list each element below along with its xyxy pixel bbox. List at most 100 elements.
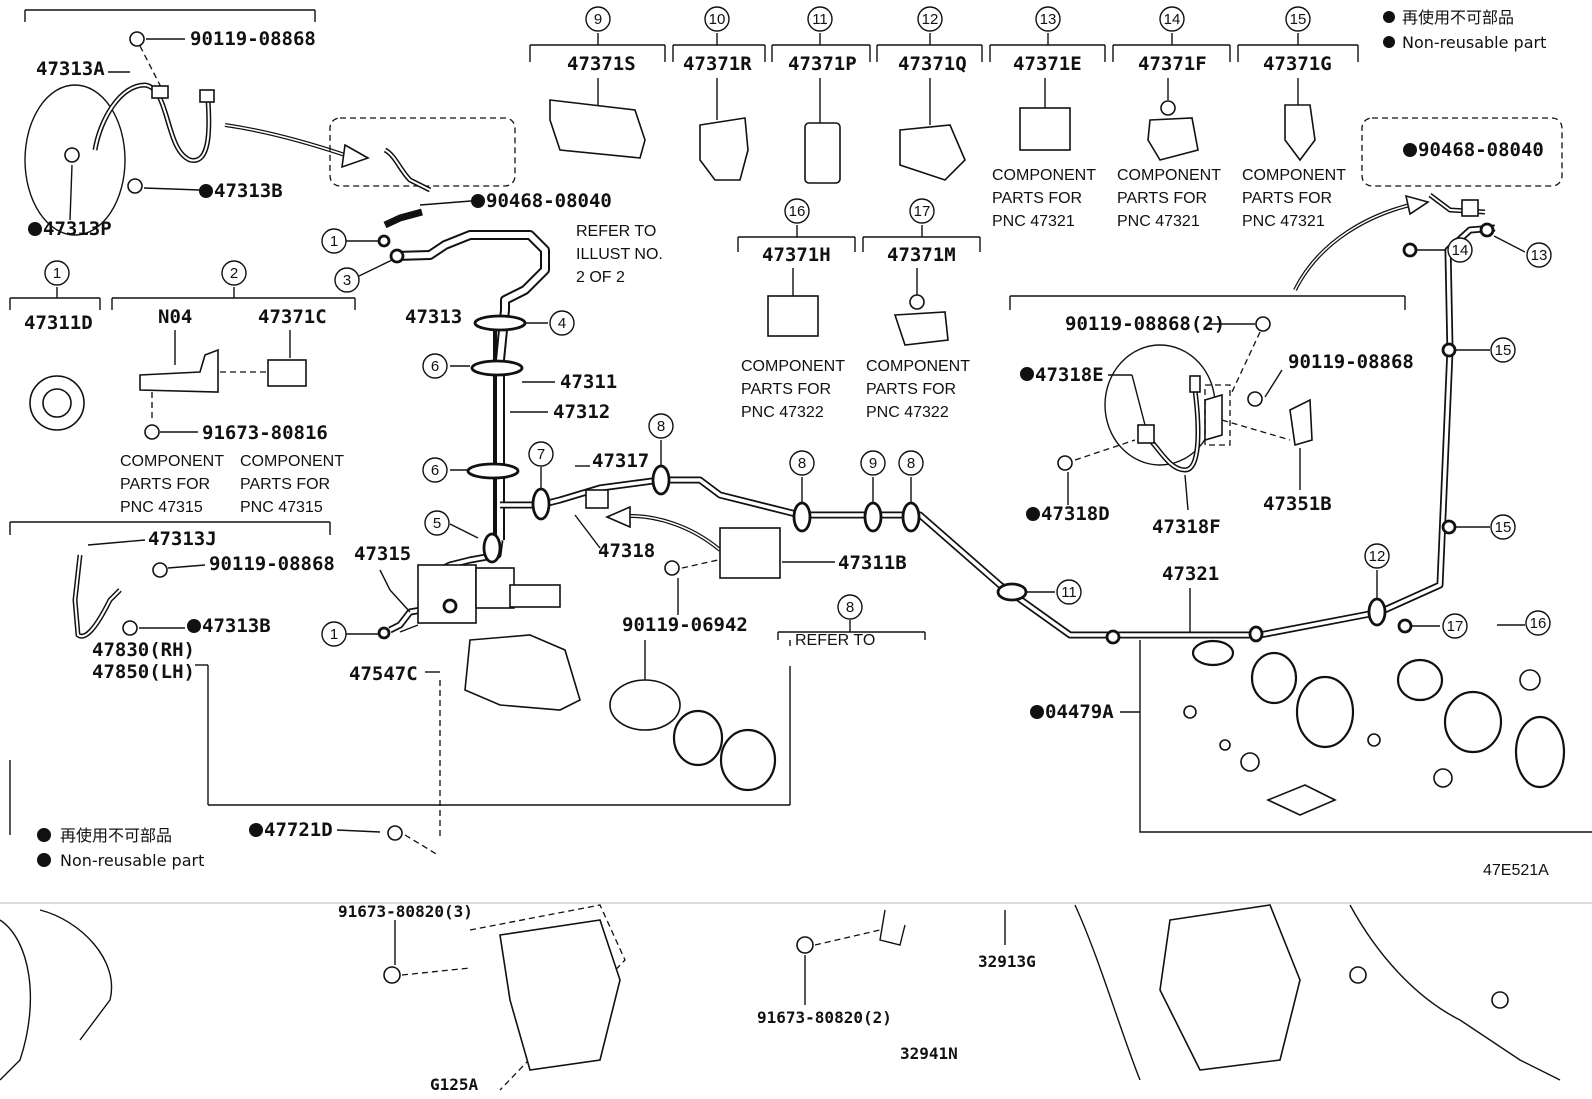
part-label: 47312 [553, 401, 610, 423]
ref-number: 15 [1495, 519, 1512, 536]
component-text: COMPONENT [120, 453, 224, 470]
hose-detail-outline [24, 84, 126, 236]
refer-text: ILLUST NO. [576, 246, 663, 263]
union-icon [1461, 199, 1479, 217]
refer-text: REFER TO [795, 632, 875, 649]
component-text: PARTS FOR [992, 190, 1082, 207]
cooler-icon [499, 919, 621, 1071]
part-label: 90119-06942 [622, 614, 748, 636]
part-label: 90468-08040 [486, 190, 612, 212]
part-label: 47371R [683, 53, 752, 75]
seal-kit-group: 04479A 47E521A [1030, 639, 1592, 879]
component-text: COMPONENT [1242, 167, 1346, 184]
legend-jp: 再使用不可部品 [1402, 8, 1514, 27]
clamp-icon [267, 359, 307, 387]
figure-code: 47E521A [1483, 862, 1549, 879]
component-text: PNC 47322 [866, 404, 949, 421]
part-label: 90119-08868 [190, 28, 316, 50]
part-label: N04 [158, 306, 192, 328]
caliper-bracket-icon [417, 564, 477, 624]
legend-en: Non-reusable part [60, 851, 204, 870]
caliper-body-icon [464, 634, 581, 711]
part-label: 47371P [788, 53, 857, 75]
bolt-icon [144, 424, 160, 440]
bolt-icon [152, 562, 168, 578]
hose-fitting-icon [199, 89, 215, 103]
part-label: 47318F [1152, 516, 1221, 538]
part-label: 91673-80816 [202, 422, 328, 444]
part-label: 47371Q [898, 53, 967, 75]
detail-box [1204, 384, 1231, 446]
bolt-icon [129, 31, 145, 47]
ref-number: 15 [1495, 342, 1512, 359]
boot-icon [719, 728, 777, 792]
ref-number: 8 [657, 418, 665, 435]
ref-number: 17 [1447, 618, 1464, 635]
rear-caliper-hose-group: 90119-08868(2) 47318E 47318D 47318F 9011… [1009, 295, 1414, 538]
bracket-icon [879, 909, 906, 946]
bracket-icon [1204, 393, 1223, 442]
ref-number: 14 [1164, 11, 1181, 28]
component-text: PARTS FOR [866, 381, 956, 398]
legend-jp: 再使用不可部品 [60, 826, 172, 845]
component-text: COMPONENT [741, 358, 845, 375]
component-text: PNC 47322 [741, 404, 824, 421]
ref-number: 10 [709, 11, 726, 28]
bolt-icon [796, 936, 814, 954]
transmission-icon [1159, 904, 1301, 1071]
bolt-icon [664, 560, 680, 576]
component-text: PARTS FOR [240, 476, 330, 493]
ref-number: 15 [1290, 11, 1307, 28]
clamp-icon [804, 122, 841, 184]
part-label: 47318E [1035, 364, 1104, 386]
part-label: 90119-08868 [1288, 351, 1414, 373]
caliper-icon [475, 567, 515, 609]
part-label: 47371M [887, 244, 956, 266]
part-label: 04479A [1045, 701, 1114, 723]
bolt-icon [1247, 391, 1263, 407]
block-icon [719, 527, 781, 579]
detail-box [329, 117, 516, 187]
ref-number: 5 [433, 515, 441, 532]
ref-number: 4 [558, 315, 566, 332]
ref-number: 11 [1061, 584, 1077, 601]
part-label: 47721D [264, 819, 333, 841]
rear-line-group: 47321 90468-08040 [651, 117, 1563, 645]
ref-number: 11 [812, 11, 828, 28]
component-text: COMPONENT [992, 167, 1096, 184]
component-text: COMPONENT [866, 358, 970, 375]
reference-numbers: 1 3 1 2 4 6 6 5 7 1 9 10 11 12 13 14 15 … [44, 6, 1552, 647]
ref-number: 6 [431, 358, 439, 375]
ref-number: 9 [594, 11, 602, 28]
part-label: 32941N [900, 1044, 958, 1063]
clip-icon [1019, 107, 1071, 151]
engine-outline-icon [0, 919, 32, 1081]
piston-seal-icon [672, 709, 724, 767]
bracket-icon [1137, 424, 1155, 444]
legend-en: Non-reusable part [1402, 33, 1546, 52]
hose-fitting-icon [151, 85, 169, 99]
component-text: PARTS FOR [1242, 190, 1332, 207]
ref-number: 12 [1369, 548, 1386, 565]
component-text: PARTS FOR [1117, 190, 1207, 207]
junction-icon [585, 489, 609, 509]
ref-number: 7 [537, 446, 545, 463]
part-label: 90119-08868 [209, 553, 335, 575]
clamp-icon [699, 117, 749, 181]
component-text: PARTS FOR [741, 381, 831, 398]
clip-icon [64, 147, 80, 163]
component-text: COMPONENT [240, 453, 344, 470]
bolt-icon [122, 620, 138, 636]
part-label: 47311 [560, 371, 617, 393]
part-label: 47850(LH) [92, 661, 195, 683]
ref-number: 2 [230, 265, 238, 282]
component-text: PNC 47321 [992, 213, 1075, 230]
part-label: 32913G [978, 952, 1036, 971]
grease-pack-icon [1266, 784, 1337, 816]
part-label: 47313 [405, 306, 462, 328]
refer-text: 2 OF 2 [576, 269, 625, 286]
part-label: 47321 [1162, 563, 1219, 585]
part-label: 47371F [1138, 53, 1207, 75]
ref-number: 1 [53, 265, 61, 282]
